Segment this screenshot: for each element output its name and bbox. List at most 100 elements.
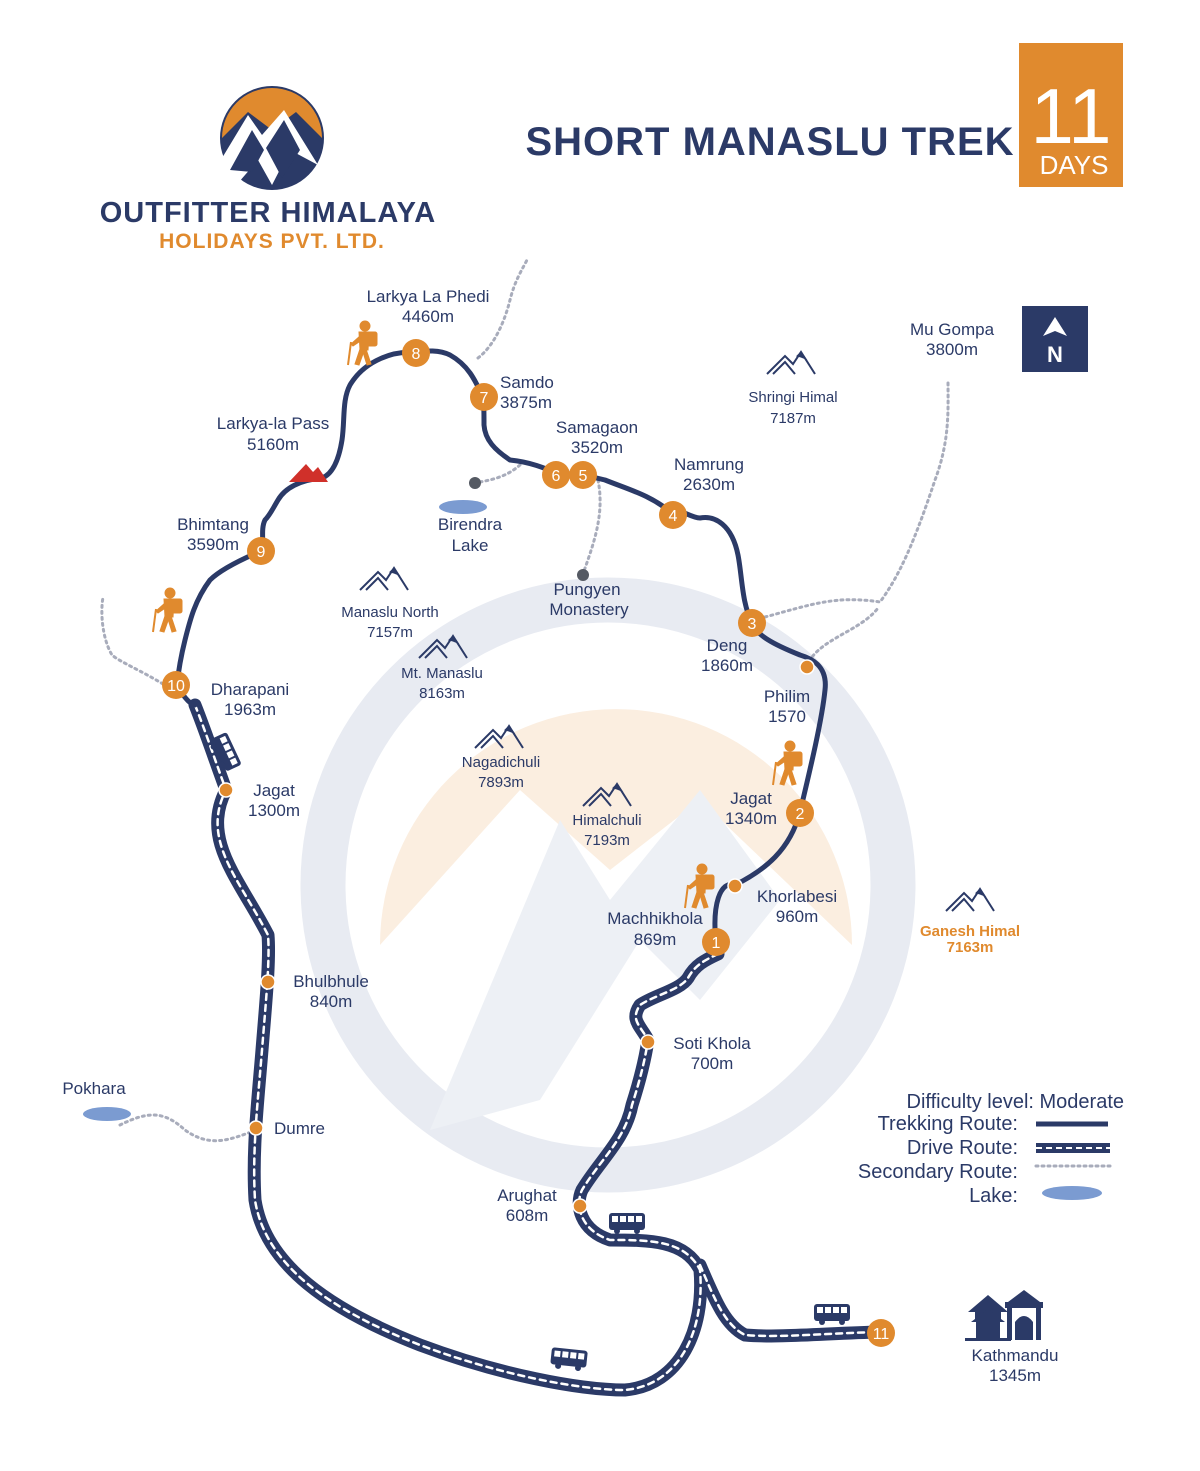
bus-icon bbox=[549, 1347, 588, 1372]
stop-2: 2 bbox=[786, 799, 814, 827]
place-altitude: 5160m bbox=[247, 435, 299, 454]
place-altitude: 1300m bbox=[248, 801, 300, 820]
place-name: Dharapani bbox=[211, 680, 289, 699]
svg-text:7: 7 bbox=[480, 390, 489, 407]
svg-text:10: 10 bbox=[167, 678, 185, 695]
stop-6: 6 bbox=[542, 461, 570, 489]
waypoint-soti-khola bbox=[640, 1034, 656, 1050]
place-altitude: 960m bbox=[776, 907, 819, 926]
waypoint-bhulbhule bbox=[260, 974, 276, 990]
peak-altitude: 8163m bbox=[419, 685, 465, 702]
lakes bbox=[83, 500, 487, 1121]
place-name: Pungyen bbox=[553, 580, 620, 599]
svg-text:6: 6 bbox=[552, 468, 561, 485]
svg-text:8: 8 bbox=[412, 346, 421, 363]
stop-markers: 1 2 3 4 5 6 7 8 9 10 11 bbox=[162, 339, 895, 1347]
mountain-icon bbox=[945, 888, 995, 912]
peak-name: Mt. Manaslu bbox=[401, 665, 483, 682]
mountain-icon bbox=[766, 351, 816, 375]
north-compass: N bbox=[1022, 306, 1088, 372]
place-altitude: 3875m bbox=[500, 393, 552, 412]
waypoint-khorlabesi bbox=[727, 878, 743, 894]
place-name: Philim bbox=[764, 687, 810, 706]
days-number: 11 bbox=[1031, 72, 1112, 160]
place-name: Larkya La Phedi bbox=[367, 287, 490, 306]
stop-10: 10 bbox=[162, 671, 190, 699]
waypoint-dumre bbox=[248, 1120, 264, 1136]
peak-name: Manaslu North bbox=[341, 604, 439, 621]
peak-altitude: 7187m bbox=[770, 410, 816, 427]
peak-altitude: 7163m bbox=[947, 939, 994, 956]
temple-icon bbox=[965, 1290, 1043, 1341]
bus-icon bbox=[814, 1304, 850, 1325]
place-name: Jagat bbox=[730, 789, 772, 808]
peak-altitude: 7193m bbox=[584, 832, 630, 849]
days-badge: 11 DAYS bbox=[1019, 43, 1123, 187]
peak-labels: Shringi Himal 7187m Manaslu North 7157m … bbox=[341, 389, 1020, 956]
place-name: Deng bbox=[707, 636, 748, 655]
brand-subtitle: HOLIDAYS PVT. LTD. bbox=[159, 230, 385, 253]
place-altitude: 3590m bbox=[187, 535, 239, 554]
pungyen-dot bbox=[577, 569, 589, 581]
waypoint-arughat bbox=[572, 1198, 588, 1214]
svg-text:4: 4 bbox=[669, 508, 678, 525]
brand-logo bbox=[210, 86, 324, 190]
place-altitude: 1340m bbox=[725, 809, 777, 828]
peak-name: Himalchuli bbox=[572, 812, 641, 829]
lake-pokhara bbox=[83, 1107, 131, 1121]
legend-lake-label: Lake: bbox=[969, 1185, 1018, 1207]
place-altitude: 1860m bbox=[701, 656, 753, 675]
svg-text:5: 5 bbox=[579, 468, 588, 485]
svg-text:11: 11 bbox=[873, 1326, 890, 1343]
mountain-pass-icon bbox=[289, 464, 328, 482]
place-labels: Larkya La Phedi 4460m Samdo 3875m Larkya… bbox=[62, 287, 1058, 1385]
place-name: Bhulbhule bbox=[293, 972, 369, 991]
place-name: Dumre bbox=[274, 1119, 325, 1138]
hiker-icon bbox=[152, 587, 183, 633]
watermark-logo bbox=[300, 577, 916, 1193]
place-altitude: 1963m bbox=[224, 700, 276, 719]
days-label: DAYS bbox=[1040, 150, 1109, 180]
waypoint-dots bbox=[218, 659, 815, 1214]
place-altitude: 1345m bbox=[989, 1366, 1041, 1385]
secondary-place-dots bbox=[469, 477, 589, 581]
waypoint-philim bbox=[799, 659, 815, 675]
place-name: Jagat bbox=[253, 781, 295, 800]
place-altitude: 2630m bbox=[683, 475, 735, 494]
place-name: Larkya-la Pass bbox=[217, 414, 329, 433]
peak-altitude: 7157m bbox=[367, 624, 413, 641]
waypoint-jagat-west bbox=[218, 782, 234, 798]
svg-text:1: 1 bbox=[712, 935, 721, 952]
stop-8: 8 bbox=[402, 339, 430, 367]
svg-text:3: 3 bbox=[748, 616, 757, 633]
birendra-dot bbox=[469, 477, 481, 489]
stop-9: 9 bbox=[247, 537, 275, 565]
legend-drive-label: Drive Route: bbox=[907, 1137, 1018, 1159]
lake-birendra bbox=[439, 500, 487, 514]
place-name: Namrung bbox=[674, 455, 744, 474]
place-name: Bhimtang bbox=[177, 515, 249, 534]
place-name: Machhikhola bbox=[607, 909, 703, 928]
mountain-icon bbox=[359, 567, 409, 591]
legend-trekking-label: Trekking Route: bbox=[878, 1113, 1018, 1135]
place-name: Pokhara bbox=[62, 1079, 126, 1098]
place-altitude: 3520m bbox=[571, 438, 623, 457]
brand-name: OUTFITTER HIMALAYA bbox=[100, 197, 436, 229]
place-altitude: Monastery bbox=[549, 600, 629, 619]
legend-lake-swatch bbox=[1042, 1186, 1102, 1200]
stop-1: 1 bbox=[702, 928, 730, 956]
stop-7: 7 bbox=[470, 383, 498, 411]
place-name: Birendra bbox=[438, 515, 503, 534]
place-altitude: 869m bbox=[634, 930, 677, 949]
place-altitude: 3800m bbox=[926, 340, 978, 359]
place-altitude: 4460m bbox=[402, 307, 454, 326]
peak-name: Nagadichuli bbox=[462, 754, 540, 771]
stop-3: 3 bbox=[738, 609, 766, 637]
place-name: Mu Gompa bbox=[910, 320, 995, 339]
peak-name: Shringi Himal bbox=[748, 389, 837, 406]
place-altitude: Lake bbox=[452, 536, 489, 555]
peak-altitude: 7893m bbox=[478, 774, 524, 791]
place-name: Samdo bbox=[500, 373, 554, 392]
place-altitude: 700m bbox=[691, 1054, 734, 1073]
